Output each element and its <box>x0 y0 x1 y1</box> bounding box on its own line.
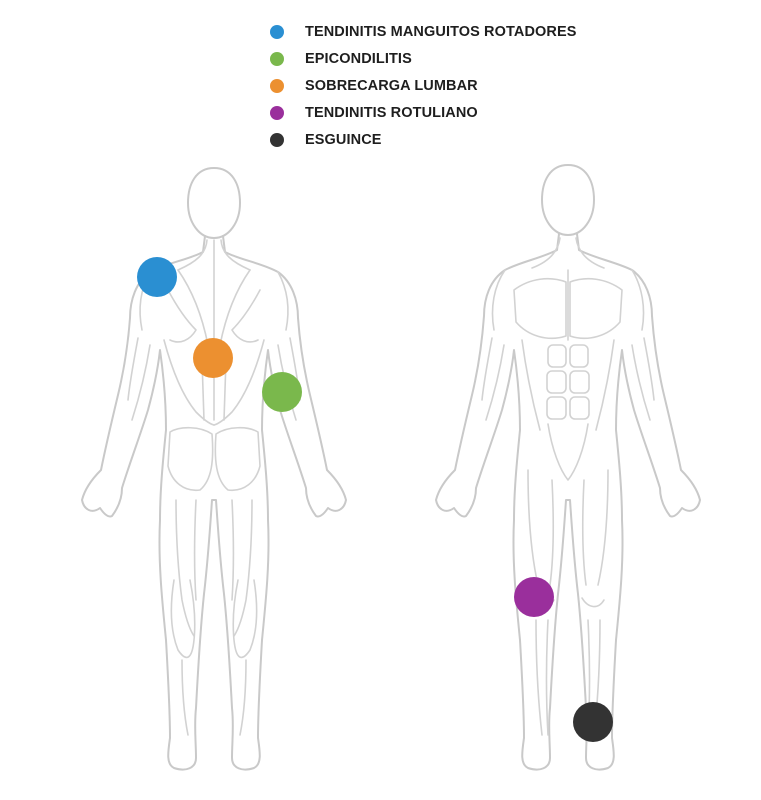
legend-dot-purple-icon <box>270 105 284 120</box>
legend-item-rotator-cuff: TENDINITIS MANGUITOS ROTADORES <box>270 18 577 45</box>
marker-epicondylitis <box>262 372 302 412</box>
legend-label: TENDINITIS MANGUITOS ROTADORES <box>305 23 577 40</box>
legend-label: TENDINITIS ROTULIANO <box>305 104 478 121</box>
marker-lumbar-overload <box>193 338 233 378</box>
legend-item-patellar-tendinitis: TENDINITIS ROTULIANO <box>270 99 577 126</box>
legend-dot-orange-icon <box>270 78 284 93</box>
legend-dot-blue-icon <box>270 24 284 39</box>
legend-label: EPICONDILITIS <box>305 50 412 67</box>
legend-dot-dark-icon <box>270 132 284 147</box>
human-body-front-icon <box>435 164 701 771</box>
legend-label: ESGUINCE <box>305 131 382 148</box>
human-body-back-icon <box>81 167 347 771</box>
legend-item-epicondylitis: EPICONDILITIS <box>270 45 577 72</box>
marker-rotator-cuff <box>137 257 177 297</box>
legend-item-lumbar-overload: SOBRECARGA LUMBAR <box>270 72 577 99</box>
legend-item-sprain: ESGUINCE <box>270 126 577 153</box>
legend-dot-green-icon <box>270 51 284 66</box>
marker-sprain <box>573 702 613 742</box>
legend: TENDINITIS MANGUITOS ROTADORES EPICONDIL… <box>270 18 577 153</box>
marker-patellar-tendinitis <box>514 577 554 617</box>
legend-label: SOBRECARGA LUMBAR <box>305 77 478 94</box>
